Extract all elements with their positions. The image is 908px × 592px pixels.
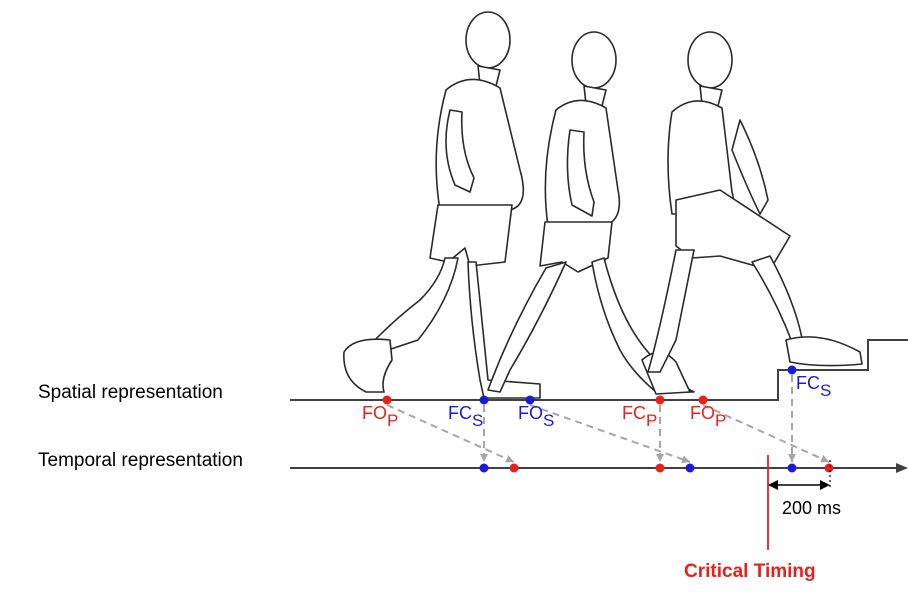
spatial-representation-label: Spatial representation (38, 382, 223, 403)
connector-arrowhead-fop1 (505, 455, 514, 463)
event-label-sub: P (715, 411, 727, 430)
connector-arrowhead-fcs1 (480, 454, 488, 462)
temporal-dot-fop1 (509, 463, 519, 473)
interval-label: 200 ms (782, 498, 842, 518)
temporal-dot-fcp1 (655, 463, 665, 473)
temporal-dot-fos1 (685, 463, 695, 473)
event-label-sub: S (472, 411, 484, 430)
event-label-main: FC (448, 403, 472, 423)
walker-figure-2 (487, 31, 695, 395)
event-label-fcs1: FCS (448, 403, 483, 429)
spatial-dot-fcp1 (655, 395, 665, 405)
connector-arrowhead-fcp1 (656, 454, 664, 462)
walker-figure-1 (343, 11, 541, 399)
event-label-main: FO (518, 403, 543, 423)
temporal-dot-fop2 (824, 463, 834, 473)
event-label-fcs2: FCS (796, 373, 831, 399)
temporal-dot-fcs2 (787, 463, 797, 473)
event-label-sub: P (646, 411, 658, 430)
spatial-dot-fcs1 (479, 395, 489, 405)
interval-arrowhead-right (820, 480, 830, 490)
event-label-sub: S (543, 411, 555, 430)
event-label-main: FC (622, 403, 646, 423)
event-label-sub: P (387, 411, 399, 430)
event-label-fop1: FOP (362, 403, 398, 429)
connector-fos1 (529, 404, 691, 463)
event-label-fos1: FOS (518, 403, 554, 429)
walker-figure-3 (647, 31, 863, 373)
spatial-dot-fos1 (525, 395, 535, 405)
event-label-main: FO (362, 403, 387, 423)
critical-timing-label: Critical Timing (684, 561, 816, 582)
spatial-dot-fop2 (698, 395, 708, 405)
connector-arrowhead-fos1 (681, 455, 690, 464)
event-label-fop2: FOP (690, 403, 726, 429)
spatial-dot-fop1 (382, 395, 392, 405)
temporal-axis-arrowhead (896, 463, 908, 473)
temporal-representation-label: Temporal representation (38, 450, 243, 471)
event-label-sub: S (820, 381, 832, 400)
event-label-main: FC (796, 373, 820, 393)
event-label-fcp1: FCP (622, 403, 657, 429)
spatial-dot-fcs2 (787, 365, 797, 375)
interval-arrowhead-left (768, 480, 778, 490)
temporal-dot-fcs1 (479, 463, 489, 473)
connector-arrowhead-fop2 (820, 455, 829, 463)
event-label-main: FO (690, 403, 715, 423)
connector-arrowhead-fcs2 (788, 454, 796, 462)
ground-and-stairs (290, 339, 908, 401)
